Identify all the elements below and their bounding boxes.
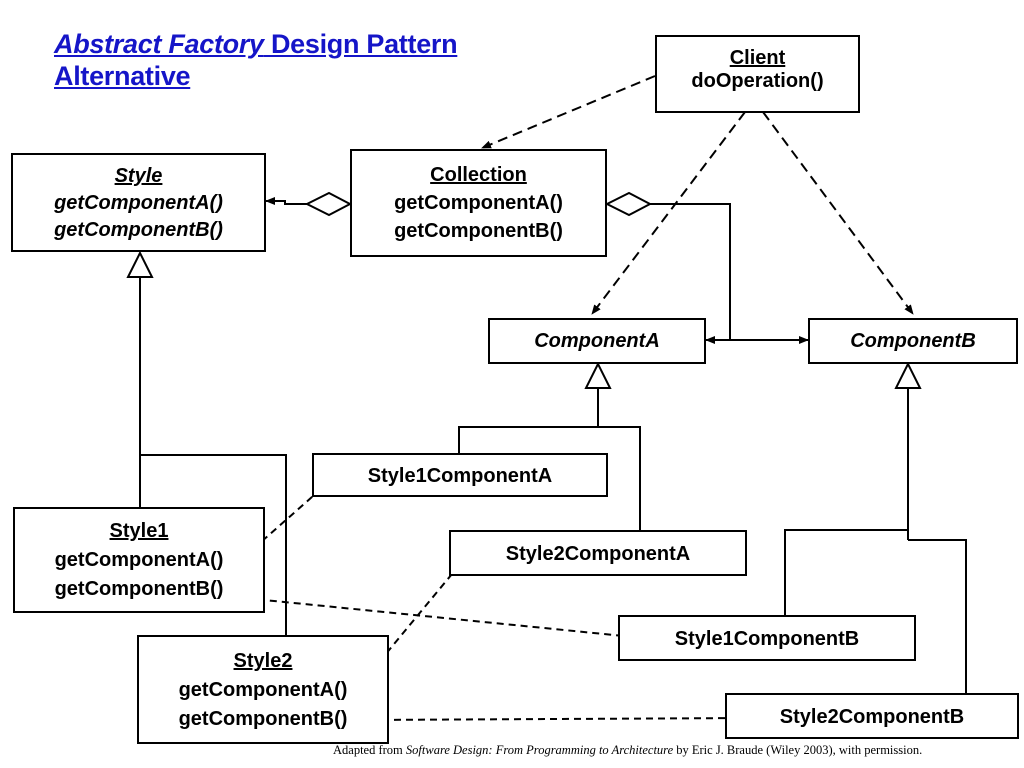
componenta-name: ComponentA xyxy=(534,330,660,352)
collection-method-a: getComponentA() xyxy=(394,192,563,214)
class-client: Client doOperation() xyxy=(655,35,860,113)
style1componenta-name: Style1ComponentA xyxy=(367,465,553,487)
dep-client-componenta xyxy=(591,111,746,315)
dep-client-collection xyxy=(481,75,656,149)
style2componenta-name: Style2ComponentA xyxy=(505,543,691,565)
class-style: Style getComponentA() getComponentB() xyxy=(11,153,266,252)
credit-note: Adapted from Software Design: From Progr… xyxy=(333,743,922,758)
credit-prefix: Adapted from xyxy=(333,743,406,757)
style-method-b: getComponentB() xyxy=(54,219,223,241)
dep-client-componentb xyxy=(762,111,914,315)
inherit-triangle-componenta xyxy=(584,361,612,389)
title-italic: Abstract Factory xyxy=(54,29,264,59)
style1componentb-name: Style1ComponentB xyxy=(674,628,860,650)
agg-line-components xyxy=(650,203,731,340)
class-style1componenta: Style1ComponentA xyxy=(312,453,608,497)
dep-style2-getcomponentb xyxy=(357,714,756,723)
style1-name: Style1 xyxy=(109,520,169,542)
class-componenta: ComponentA xyxy=(488,318,706,364)
class-componentb: ComponentB xyxy=(808,318,1018,364)
class-style2componenta: Style2ComponentA xyxy=(449,530,747,576)
title-rest: Design Pattern xyxy=(263,29,458,59)
style2-method-b: getComponentB() xyxy=(178,708,348,730)
class-style2componentb: Style2ComponentB xyxy=(725,693,1019,739)
componentb-name: ComponentB xyxy=(850,330,976,352)
style2-method-a: getComponentA() xyxy=(178,679,348,701)
style1-method-b: getComponentB() xyxy=(54,578,224,600)
agg-line-style xyxy=(265,197,307,205)
client-name: Client xyxy=(729,47,786,69)
class-style1componentb: Style1ComponentB xyxy=(618,615,916,661)
collection-name: Collection xyxy=(430,164,527,186)
inherit-triangle-style xyxy=(126,250,154,278)
class-style2: Style2 getComponentA() getComponentB() xyxy=(137,635,389,744)
credit-book: Software Design: From Programming to Arc… xyxy=(405,743,674,757)
title-line2: Alternative xyxy=(54,61,191,91)
aggregation-diamond-style xyxy=(304,191,353,217)
dep-style1-getcomponentb xyxy=(233,596,635,641)
page-title: Abstract Factory Design Pattern Alternat… xyxy=(54,28,458,92)
class-collection: Collection getComponentA() getComponentB… xyxy=(350,149,607,257)
style1-method-a: getComponentA() xyxy=(54,549,224,571)
credit-suffix: by Eric J. Braude (Wiley 2003), with per… xyxy=(673,743,923,757)
style-name: Style xyxy=(114,165,163,187)
client-method: doOperation() xyxy=(691,70,824,92)
collection-method-b: getComponentB() xyxy=(394,220,563,242)
style2-name: Style2 xyxy=(233,650,293,672)
style2componentb-name: Style2ComponentB xyxy=(779,706,965,728)
inherit-triangle-componentb xyxy=(894,361,922,389)
style-method-a: getComponentA() xyxy=(54,192,223,214)
aggregation-diamond-components xyxy=(604,191,653,217)
class-style1: Style1 getComponentA() getComponentB() xyxy=(13,507,265,613)
